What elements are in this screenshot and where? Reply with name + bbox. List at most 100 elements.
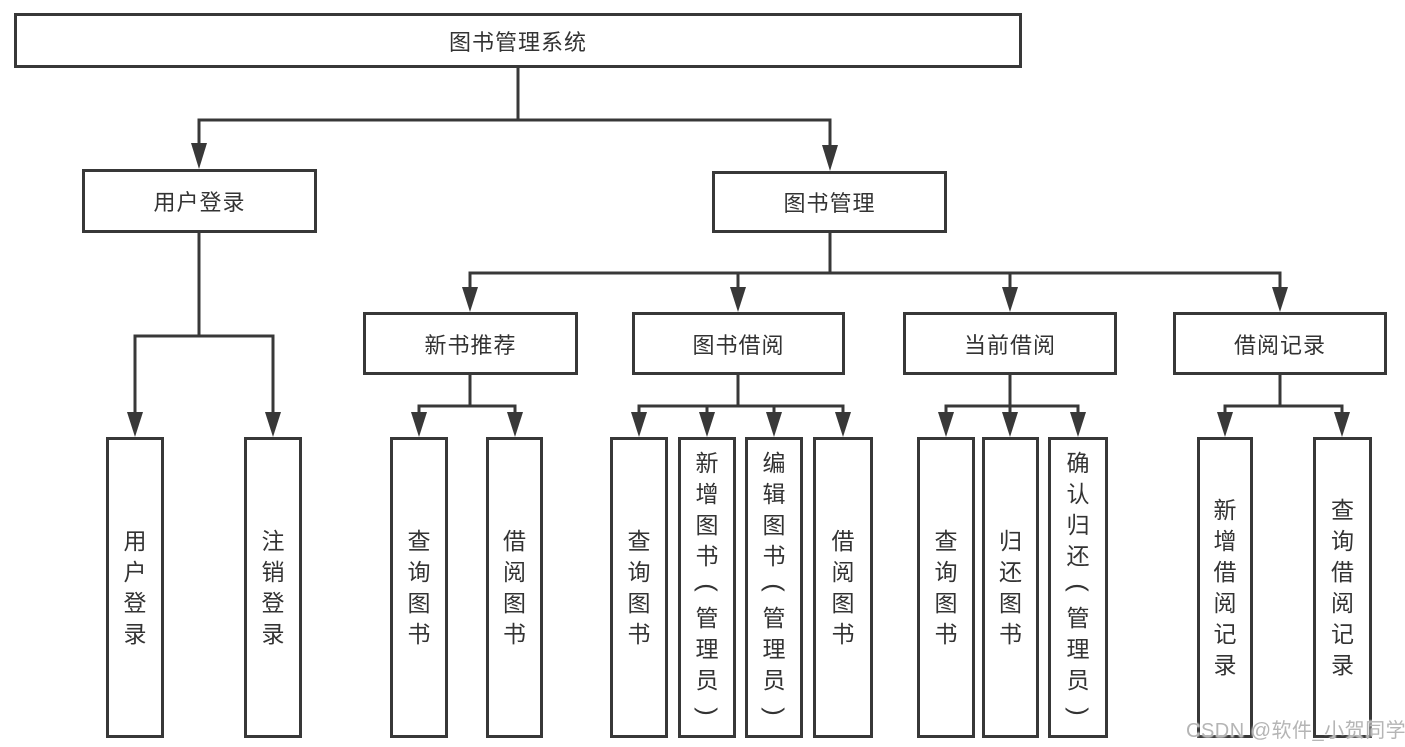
vertical-char: 借 bbox=[1213, 558, 1237, 585]
arrowhead bbox=[1272, 287, 1288, 312]
vertical-char: 员 bbox=[1066, 667, 1090, 693]
vertical-char: 增 bbox=[695, 481, 719, 507]
vertical-char: ( bbox=[1064, 583, 1093, 592]
node-library-system: 图书管理系统 bbox=[14, 13, 1022, 68]
vertical-char: 查 bbox=[627, 527, 651, 554]
vertical-char: 新 bbox=[695, 450, 719, 476]
vertical-char: 询 bbox=[407, 558, 431, 585]
node-borrow-records: 借阅记录 bbox=[1173, 312, 1387, 375]
vertical-char: 员 bbox=[695, 667, 719, 693]
vertical-char: 查 bbox=[1331, 496, 1354, 523]
vertical-char: 员 bbox=[762, 667, 786, 693]
vertical-char: 图 bbox=[503, 589, 526, 616]
vertical-char: 销 bbox=[261, 558, 285, 585]
vertical-char: 借 bbox=[831, 527, 855, 554]
vertical-char: 还 bbox=[999, 558, 1022, 585]
vertical-char: 书 bbox=[762, 543, 786, 569]
leaf-borrowing-borrow-books: 借阅图书 bbox=[813, 437, 873, 738]
vertical-char: 书 bbox=[831, 620, 855, 647]
vertical-char: 管 bbox=[762, 605, 786, 631]
arrowhead bbox=[835, 412, 851, 437]
leaf-current-confirm-return-admin: 确认归还(管理员) bbox=[1048, 437, 1108, 738]
vertical-char: 图 bbox=[934, 589, 958, 616]
leaf-borrowing-add-books-admin: 新增图书(管理员) bbox=[678, 437, 736, 738]
arrowhead bbox=[1070, 412, 1086, 437]
arrowhead bbox=[699, 412, 715, 437]
vertical-char: 图 bbox=[407, 589, 431, 616]
vertical-char: 查 bbox=[407, 527, 431, 554]
leaf-borrowing-edit-books-admin: 编辑图书(管理员) bbox=[745, 437, 803, 738]
vertical-char: 书 bbox=[999, 620, 1022, 647]
arrowhead bbox=[191, 143, 207, 169]
node-current-borrowing-label: 当前借阅 bbox=[963, 332, 1056, 358]
vertical-char: 阅 bbox=[503, 558, 526, 585]
vertical-char: 阅 bbox=[1213, 589, 1237, 616]
vertical-char: 阅 bbox=[1331, 589, 1354, 616]
vertical-char: 书 bbox=[407, 620, 431, 647]
arrowhead bbox=[938, 412, 954, 437]
vertical-char: 认 bbox=[1066, 481, 1090, 507]
vertical-char: 录 bbox=[261, 620, 285, 647]
vertical-char: ( bbox=[760, 583, 789, 592]
leaf-newbook-borrow-books: 借阅图书 bbox=[486, 437, 543, 738]
vertical-char: 录 bbox=[1213, 651, 1237, 678]
vertical-char: 注 bbox=[261, 527, 285, 554]
leaf-logout: 注销登录 bbox=[244, 437, 302, 738]
vertical-char: 辑 bbox=[762, 481, 786, 507]
connector-paths bbox=[133, 68, 1344, 414]
node-book-management: 图书管理 bbox=[712, 171, 947, 233]
vertical-char: 图 bbox=[831, 589, 855, 616]
vertical-char: 理 bbox=[762, 636, 786, 662]
vertical-char: 理 bbox=[695, 636, 719, 662]
vertical-char: ( bbox=[693, 583, 722, 592]
leaf-records-query-record: 查询借阅记录 bbox=[1313, 437, 1372, 738]
vertical-char: 借 bbox=[1331, 558, 1354, 585]
vertical-char: 新 bbox=[1213, 496, 1237, 523]
leaf-newbook-query-books: 查询图书 bbox=[390, 437, 448, 738]
vertical-char: ) bbox=[693, 707, 722, 716]
arrowhead bbox=[730, 287, 746, 312]
arrowhead bbox=[1217, 412, 1233, 437]
vertical-char: ) bbox=[1064, 707, 1093, 716]
leaf-records-add-record: 新增借阅记录 bbox=[1197, 437, 1253, 738]
node-book-management-label: 图书管理 bbox=[783, 191, 876, 216]
vertical-char: 录 bbox=[1331, 651, 1354, 678]
arrowhead bbox=[1002, 412, 1018, 437]
vertical-char: 书 bbox=[695, 543, 719, 569]
node-new-book-recommend-label: 新书推荐 bbox=[424, 332, 517, 358]
leaf-user-login: 用户登录 bbox=[106, 437, 164, 738]
vertical-char: 图 bbox=[695, 512, 719, 538]
arrowhead bbox=[265, 412, 281, 437]
connector-book-borrow bbox=[637, 375, 845, 414]
vertical-char: 借 bbox=[503, 527, 526, 554]
vertical-char: 阅 bbox=[831, 558, 855, 585]
arrowhead bbox=[127, 412, 143, 437]
node-new-book-recommend: 新书推荐 bbox=[363, 312, 578, 375]
vertical-char: 记 bbox=[1213, 620, 1237, 647]
node-user-login: 用户登录 bbox=[82, 169, 317, 233]
connector-current-borrow bbox=[944, 375, 1080, 414]
node-library-system-label: 图书管理系统 bbox=[448, 29, 587, 55]
leaf-current-query-books: 查询图书 bbox=[917, 437, 975, 738]
leaf-borrowing-query-books: 查询图书 bbox=[610, 437, 668, 738]
vertical-char: 管 bbox=[1066, 605, 1090, 631]
vertical-char: 书 bbox=[627, 620, 651, 647]
vertical-char: 户 bbox=[123, 558, 147, 585]
connector-book-mgmt bbox=[468, 233, 1282, 289]
vertical-char: 图 bbox=[762, 512, 786, 538]
vertical-char: 登 bbox=[261, 589, 285, 616]
connector-borrow-record bbox=[1223, 375, 1344, 414]
vertical-char: 还 bbox=[1066, 543, 1090, 569]
arrowhead bbox=[411, 412, 427, 437]
vertical-char: 登 bbox=[123, 589, 147, 616]
node-user-login-label: 用户登录 bbox=[153, 190, 246, 215]
vertical-char: ) bbox=[760, 707, 789, 716]
vertical-char: 用 bbox=[123, 527, 147, 554]
arrowhead bbox=[822, 145, 838, 171]
connector-new-book bbox=[417, 375, 517, 414]
vertical-char: 询 bbox=[627, 558, 651, 585]
csdn-watermark: CSDN @软件_小贺同学 bbox=[1186, 720, 1405, 742]
node-current-borrowing: 当前借阅 bbox=[903, 312, 1117, 375]
